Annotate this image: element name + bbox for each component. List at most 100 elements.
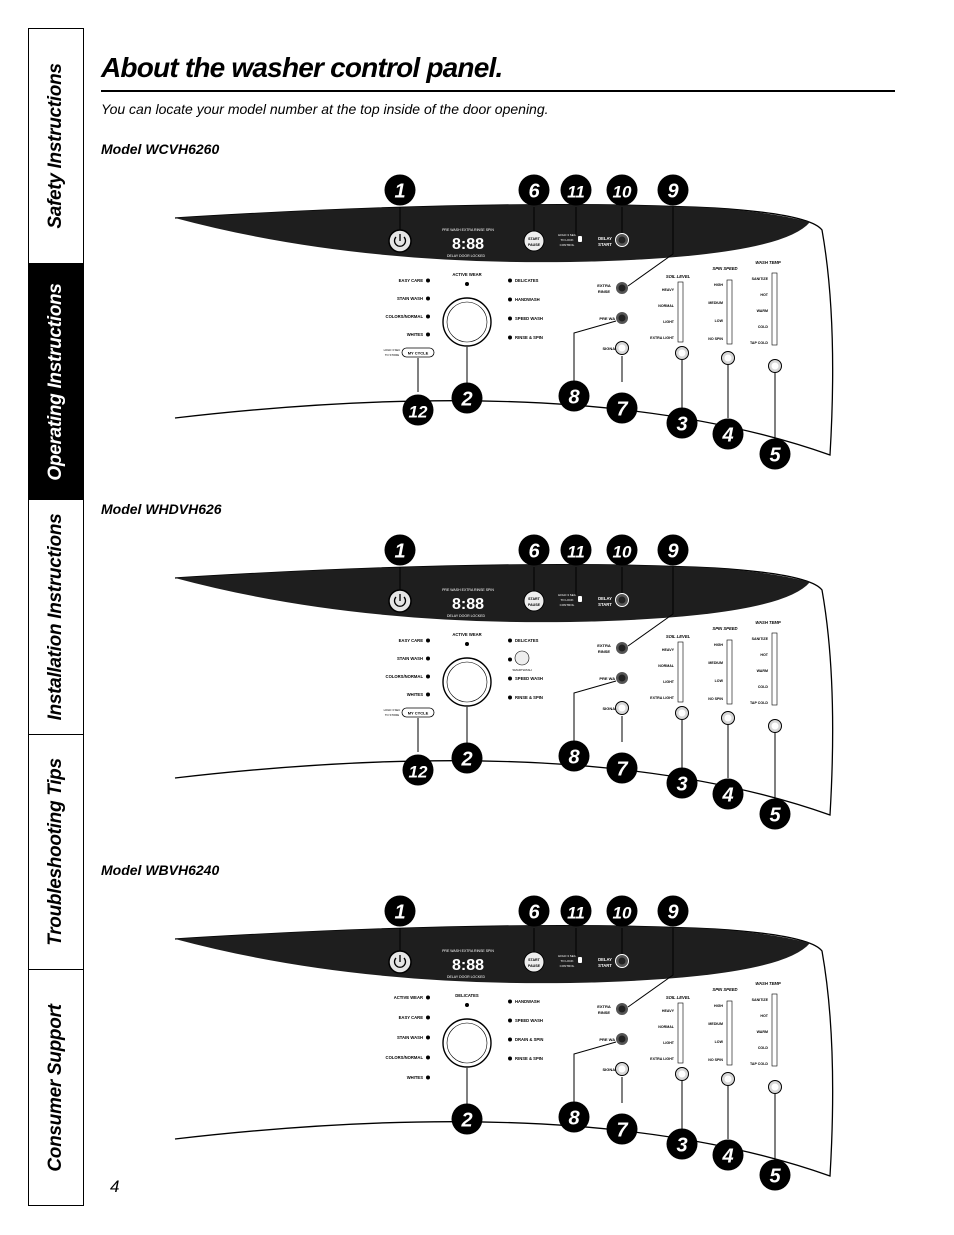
callout-number: 2: [460, 389, 472, 411]
spin-speed-button-center: [724, 714, 732, 722]
extra-rinse-button-center: [618, 284, 626, 292]
indicator-light: [508, 1037, 512, 1042]
callout-number: 8: [568, 1108, 580, 1130]
cycle-option: ACTIVE WEAR: [394, 995, 423, 1000]
pre-wash-label: PRE WASH: [599, 676, 620, 681]
indicator-light: [426, 296, 430, 301]
wash-temp-option: WARM: [757, 309, 768, 313]
cycle-option: COLORS/NORMAL: [386, 674, 424, 679]
wash-temp-title: WASH TEMP: [755, 981, 781, 986]
cycle-option: EASY CARE: [399, 638, 424, 643]
power-icon: [393, 236, 407, 247]
cycle-selector-knob-inner: [446, 301, 488, 343]
display-bottom-text: DELAY DOOR LOCKED: [447, 614, 485, 618]
spin-speed-bar: [726, 639, 733, 705]
cycle-selector-knob-inner: [446, 1022, 488, 1064]
callout-badge: [558, 1101, 590, 1133]
callout-number: 4: [721, 425, 733, 447]
callout-number: 8: [568, 747, 580, 769]
lock-hint-line: TO LOCK: [560, 238, 573, 242]
callout-number: 11: [567, 183, 585, 202]
callout-number: 5: [769, 445, 781, 467]
callout-badge: [384, 174, 416, 206]
callout-number: 3: [676, 414, 687, 436]
callout-number: 9: [667, 541, 679, 563]
soil-level-option: NORMAL: [658, 1025, 675, 1029]
cycle-option: RINSE & SPIN: [515, 1056, 543, 1061]
soil-level-bar: [677, 1002, 684, 1064]
cycle-option: DRAIN & SPIN: [515, 1037, 543, 1042]
indicator-light: [508, 316, 512, 321]
wash-temp-option: COLD: [758, 1046, 769, 1050]
pre-wash-button-center: [618, 674, 626, 682]
wash-temp-bar: [771, 632, 778, 706]
callout-number: 3: [676, 774, 687, 796]
spin-speed-bar: [726, 1000, 733, 1066]
spin-speed-option: HIGH: [714, 283, 723, 287]
start-label: START: [528, 237, 541, 241]
cycle-option: WHITES: [407, 332, 423, 337]
soil-level-option: LIGHT: [663, 680, 675, 684]
pause-label: PAUSE: [528, 243, 541, 247]
cycle-option: SPEED WASH: [515, 316, 543, 321]
tab-installation-instructions[interactable]: Installation Instructions: [29, 500, 83, 735]
tab-troubleshooting-tips[interactable]: Troubleshooting Tips: [29, 735, 83, 970]
callout-badge: [712, 1139, 744, 1171]
cycle-option: SPEED WASH: [515, 1018, 543, 1023]
signal-button-center: [618, 344, 626, 352]
cycle-option: HANDWASH: [515, 297, 540, 302]
soil-level-option: EXTRA LIGHT: [650, 1057, 675, 1061]
display-digits: 8:88: [452, 236, 484, 253]
lock-hint-line: CONTROL: [560, 243, 575, 247]
callout-badge: [518, 534, 550, 566]
extra-rinse-button-center: [618, 644, 626, 652]
tab-safety-instructions[interactable]: Safety Instructions: [29, 29, 83, 264]
indicator-light: [426, 692, 430, 697]
callout-leader: [627, 567, 674, 647]
indicator-light: [508, 1018, 512, 1023]
signal-label: SIGNAL: [602, 706, 618, 711]
signal-button-center: [618, 704, 626, 712]
soil-level-option: NORMAL: [658, 304, 675, 308]
cycle-option: SPEED WASH: [515, 676, 543, 681]
callout-badge: [402, 754, 434, 786]
spin-speed-option: HIGH: [714, 1004, 723, 1008]
callout-number: 2: [460, 1110, 472, 1132]
extra-rinse-button-center: [618, 1005, 626, 1013]
indicator-light: [426, 638, 430, 643]
tab-operating-instructions[interactable]: Operating Instructions: [29, 264, 83, 500]
extra-rinse-label: RINSE: [598, 289, 611, 294]
pre-wash-label: PRE WASH: [599, 1037, 620, 1042]
spin-speed-option: MEDIUM: [708, 1022, 723, 1026]
tab-consumer-support[interactable]: Consumer Support: [29, 970, 83, 1205]
callout-number: 1: [394, 181, 405, 203]
wash-temp-option: COLD: [758, 685, 769, 689]
wash-temp-option: SANITIZE: [752, 277, 769, 281]
callout-number: 11: [567, 543, 585, 562]
spin-speed-option: NO SPIN: [708, 1058, 723, 1062]
pause-label: PAUSE: [528, 603, 541, 607]
callout-badge: [666, 407, 698, 439]
indicator-light: [426, 314, 430, 319]
indicator-light: [508, 657, 512, 662]
page-number: 4: [110, 1177, 120, 1196]
lock-icon: [578, 596, 582, 602]
callout-badge: [558, 740, 590, 772]
my-cycle-hint: TO STORE: [385, 353, 399, 357]
indicator-light: [426, 278, 430, 283]
cycle-option: COLORS/NORMAL: [386, 314, 424, 319]
callout-badge: [451, 742, 483, 774]
callout-badge: [518, 895, 550, 927]
soil-level-button-center: [678, 709, 686, 717]
callout-number: 6: [528, 181, 540, 203]
display-top-text: PRE WASH EXTRA RINSE SPIN: [442, 588, 494, 592]
spin-speed-button-center: [724, 1075, 732, 1083]
callout-badge: [657, 534, 689, 566]
indicator-light: [426, 332, 430, 337]
delay-label: DELAY: [598, 236, 612, 241]
wash-temp-option: TAP COLD: [750, 701, 768, 705]
lock-hint-line: HOLD 3 SEC: [558, 233, 577, 237]
wash-temp-option: WARM: [757, 669, 768, 673]
indicator-light: [508, 335, 512, 340]
